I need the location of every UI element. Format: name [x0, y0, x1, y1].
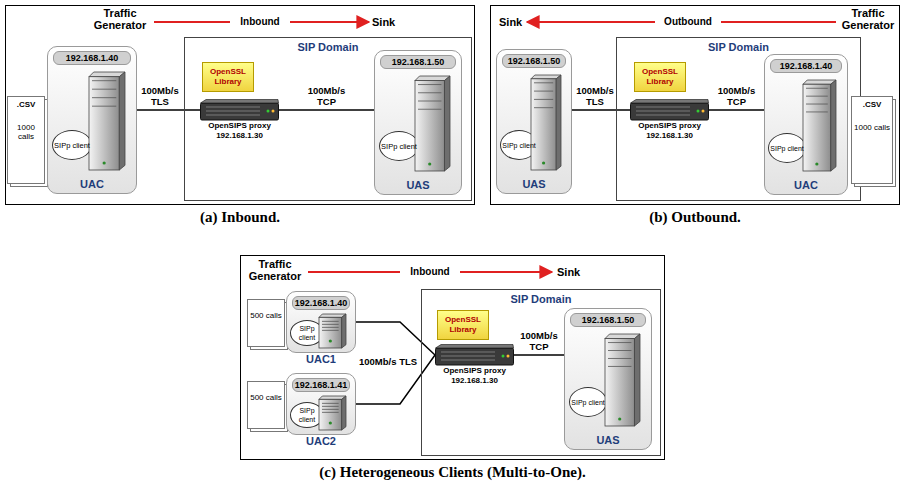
csv-file: 500 calls: [247, 381, 285, 429]
host-box: SIPp client192.168.1.40UAC1: [286, 291, 356, 353]
network-link: [709, 109, 764, 111]
sipp-client: SIPp client: [569, 387, 607, 417]
domain-title: SIP Domain: [617, 41, 860, 53]
csv-file: 500 calls: [247, 299, 285, 347]
file-label: 1000 calls: [853, 123, 891, 132]
link-label: 100Mb/s TLS: [358, 356, 418, 367]
flow-label: Outbound: [655, 16, 721, 28]
library-label: OpenSSL Library: [203, 67, 253, 87]
csv-file: .CSV 1000 calls: [851, 96, 893, 184]
server-icon: [318, 313, 347, 349]
host-name: UAS: [559, 434, 657, 446]
figure-panel: SIPp client 192.168.1.50UAS OpenSSL Librar…: [490, 5, 900, 205]
caption: (a) Inbound.: [0, 209, 504, 226]
proxy-device: [630, 99, 709, 121]
flow-label: Sink: [499, 16, 522, 28]
server-icon: [318, 395, 347, 431]
link-label: 100Mb/s TCP: [307, 85, 347, 107]
host-box: SIPp client192.168.1.40UAC: [47, 46, 137, 194]
client-label: SIPp client: [571, 398, 604, 407]
host-name: UAS: [491, 178, 577, 190]
client-label: SIPp client: [770, 144, 803, 153]
host-name: UAC1: [281, 353, 361, 365]
file-label: 1000 calls: [9, 123, 43, 141]
flow-label: Sink: [372, 16, 395, 28]
ip-address: 192.168.1.50: [502, 54, 566, 68]
openssl-library: OpenSSL Library: [437, 310, 489, 340]
sip-domain: OpenSSL LibraryOpenSIPS proxy 192.168.1.…: [184, 37, 472, 201]
figure-panel: .CSV 1000 callsSIPp client 192.168.1.40UAC…: [5, 5, 475, 205]
file-label: 500 calls: [249, 311, 283, 320]
proxy-server: OpenSIPS proxy 192.168.1.30: [427, 342, 522, 392]
file-label: .CSV: [853, 100, 891, 109]
flow-label: Traffic Generator: [244, 258, 306, 282]
network-link: [572, 109, 630, 111]
link-label: 100Mb/s TLS: [140, 85, 180, 107]
csv-file: .CSV 1000 calls: [7, 96, 45, 184]
host-name: UAC: [42, 178, 142, 190]
server-icon: [88, 71, 126, 171]
client-label: SIPp client: [54, 141, 90, 150]
flow-label: Traffic Generator: [838, 7, 898, 31]
host-box: SIPp client192.168.1.40UAC: [764, 54, 848, 195]
server-icon: [604, 333, 641, 427]
openssl-library: OpenSSL Library: [634, 62, 686, 92]
caption: (c) Heterogeneous Clients (Multi-to-One)…: [211, 464, 694, 481]
network-link: [514, 354, 564, 356]
sipp-client: SIPp client: [52, 130, 92, 160]
ip-address: 192.168.1.40: [292, 296, 350, 310]
server-icon: [414, 75, 451, 172]
library-label: OpenSSL Library: [438, 315, 488, 335]
file-label: .CSV: [9, 100, 43, 109]
client-label: SIPp client: [381, 142, 417, 151]
library-label: OpenSSL Library: [635, 67, 685, 87]
proxy-label: OpenSIPS proxy 192.168.1.30: [192, 121, 287, 141]
link-label: 100Mb/s TLS: [575, 85, 615, 107]
proxy-device: [435, 344, 514, 366]
ip-address: 192.168.1.50: [380, 55, 456, 69]
sipp-client: SIPp client: [768, 133, 806, 163]
server-icon: [530, 74, 562, 171]
network-link: [356, 355, 435, 404]
proxy-server: OpenSIPS proxy 192.168.1.30: [622, 97, 717, 147]
sip-domain: OpenSSL LibraryOpenSIPS proxy 192.168.1.…: [421, 289, 661, 456]
proxy-label: OpenSIPS proxy 192.168.1.30: [622, 121, 717, 141]
domain-title: SIP Domain: [422, 293, 660, 305]
ip-address: 192.168.1.41: [292, 378, 350, 392]
host-name: UAC2: [281, 435, 361, 447]
link-label: 100Mb/s TCP: [717, 85, 757, 107]
proxy-device: [200, 99, 279, 121]
sipp-client: SIPp client: [379, 131, 419, 161]
proxy-server: OpenSIPS proxy 192.168.1.30: [192, 97, 287, 147]
proxy-label: OpenSIPS proxy 192.168.1.30: [427, 366, 522, 386]
host-box: SIPp client192.168.1.50UAS: [496, 49, 572, 194]
flow-label: Traffic Generator: [88, 7, 152, 31]
client-label: SIPp client: [291, 406, 323, 424]
figure-panel: 500 callsSIPp client192.168.1.40UAC1500 …: [240, 255, 665, 460]
host-box: SIPp client192.168.1.50UAS: [374, 50, 462, 195]
client-label: SIPp client: [502, 141, 535, 150]
ip-address: 192.168.1.50: [570, 313, 646, 327]
sip-domain: OpenSSL LibraryOpenSIPS proxy 192.168.1.…: [616, 37, 861, 201]
flow-label: Inbound: [400, 266, 460, 278]
network-link: [279, 109, 374, 111]
domain-title: SIP Domain: [185, 41, 471, 53]
network-link: [356, 322, 435, 355]
server-icon: [802, 79, 837, 172]
host-box: SIPp client192.168.1.41UAC2: [286, 373, 356, 435]
host-name: UAC: [759, 179, 853, 191]
host-box: SIPp client192.168.1.50UAS: [564, 308, 652, 450]
caption: (b) Outbound.: [461, 209, 905, 226]
ip-address: 192.168.1.40: [770, 59, 842, 73]
ip-address: 192.168.1.40: [53, 51, 131, 65]
network-link: [137, 109, 200, 111]
host-name: UAS: [369, 179, 467, 191]
flow-label: Sink: [557, 266, 580, 278]
client-label: SIPp client: [291, 324, 323, 342]
flow-label: Inbound: [230, 16, 290, 28]
link-label: 100Mb/s TCP: [519, 330, 559, 352]
file-label: 500 calls: [249, 393, 283, 402]
openssl-library: OpenSSL Library: [202, 62, 254, 92]
